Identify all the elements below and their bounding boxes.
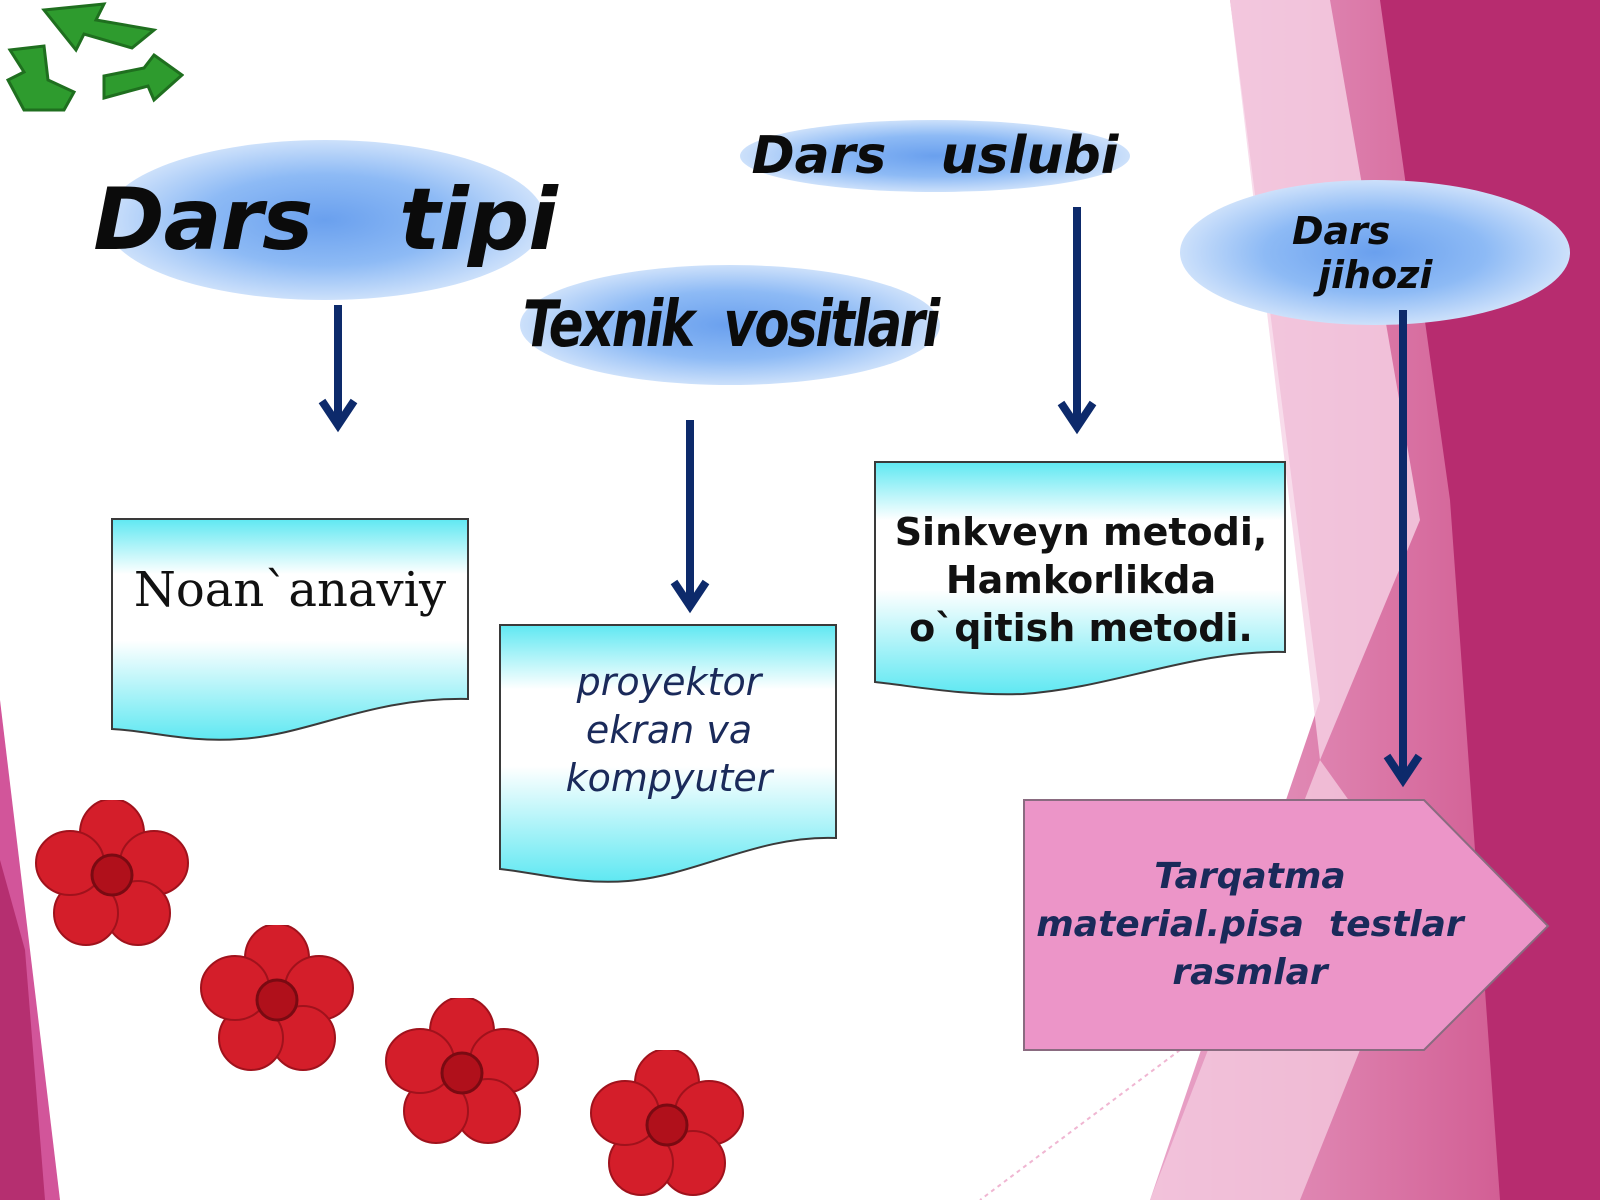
box-proyektor-line2: ekran va (585, 708, 753, 752)
flower-icon (200, 925, 354, 1071)
arrow-dars-tipi (318, 305, 358, 433)
box-noananaviy-shape (111, 518, 469, 741)
box-noananaviy: Noan`anaviy (112, 545, 468, 635)
arrow-dars-uslubi (1057, 207, 1097, 435)
box-sinkveyn-line2: Hamkorlikda (945, 558, 1217, 602)
flower-icon (385, 998, 539, 1144)
arrow-texnik-vositlari (670, 420, 710, 614)
box-tarqatma-shape (1023, 799, 1550, 1051)
node-dars-tipi: Dars tipi (93, 140, 558, 300)
arrow-dars-jihozi (1383, 310, 1423, 788)
box-sinkveyn-line3: o`qitish metodi. (909, 606, 1253, 650)
box-proyektor-line3: kompyuter (565, 756, 773, 800)
flower-icon (35, 800, 189, 946)
box-sinkveyn: Sinkveyn metodi, Hamkorlikda o`qitish me… (875, 505, 1287, 655)
node-dars-uslubi: Dars uslubi (740, 120, 1130, 192)
box-proyektor-line1: proyektor (576, 660, 762, 704)
box-noananaviy-text: Noan`anaviy (133, 562, 447, 618)
node-dars-jihozi-line2: jihozi (1318, 252, 1433, 297)
box-tarqatma-line3: rasmlar (1172, 952, 1328, 993)
node-dars-jihozi-line1: Dars (1292, 208, 1391, 253)
box-tarqatma: Tarqatma material.pisa testlar rasmlar (1030, 850, 1470, 1000)
recycle-icon (5, 2, 184, 112)
box-proyektor-shape (499, 624, 837, 883)
node-dars-uslubi-label: Dars uslubi (751, 126, 1119, 186)
node-dars-tipi-label: Dars tipi (93, 170, 557, 270)
box-proyektor: proyektor ekran va kompyuter (500, 655, 838, 805)
box-tarqatma-line1: Tarqatma (1154, 856, 1346, 897)
box-tarqatma-line2: material.pisa testlar (1036, 904, 1464, 945)
node-texnik-vositlari-label: Texnik vositlari (522, 288, 940, 362)
box-sinkveyn-line1: Sinkveyn metodi, (894, 510, 1268, 554)
node-dars-jihozi: Dars jihozi (1180, 180, 1570, 325)
node-texnik-vositlari: Texnik vositlari (520, 265, 940, 385)
flower-icon (590, 1050, 744, 1196)
box-sinkveyn-shape (874, 461, 1286, 696)
